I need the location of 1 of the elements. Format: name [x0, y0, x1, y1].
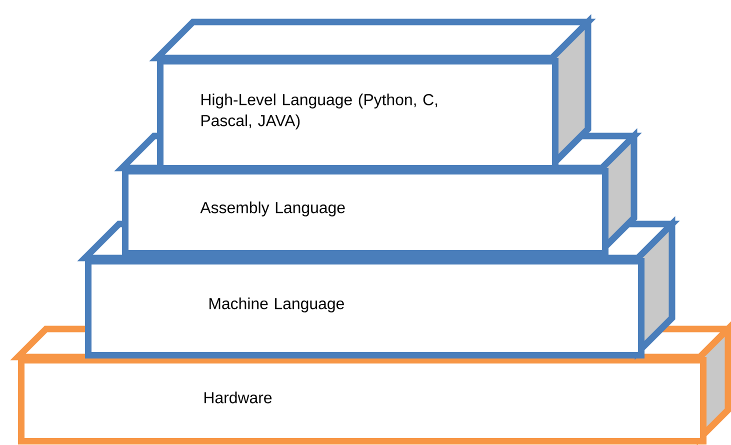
- node-label: Hardware: [204, 392, 272, 404]
